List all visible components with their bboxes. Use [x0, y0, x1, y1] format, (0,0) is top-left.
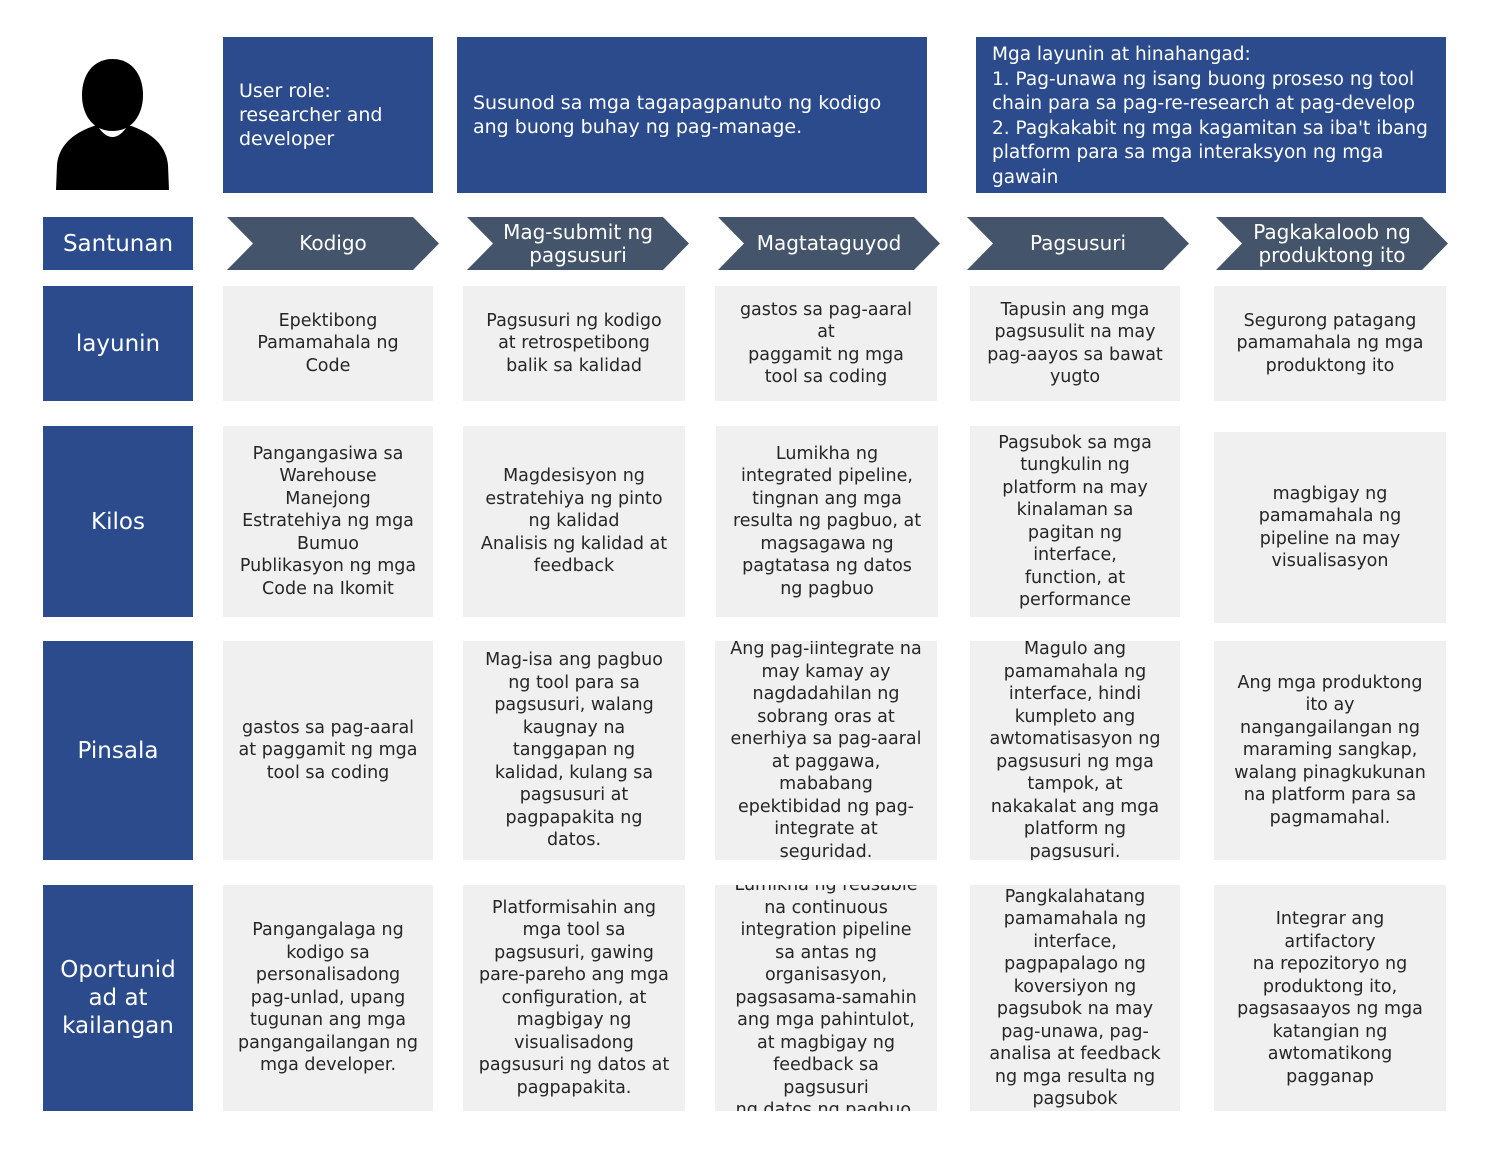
row-label-oportunidad: Oportunid ad at kailangan	[43, 885, 193, 1111]
cell-kilos-magtataguyod: Lumikha ng integrated pipeline, tingnan …	[716, 426, 938, 617]
cell-oportunidad-magtataguyod: Lumikha ng reusable na continuous integr…	[715, 885, 937, 1111]
cell-kilos-pagkakaloob: magbigay ng pamamahala ng pipeline na ma…	[1214, 432, 1446, 623]
row-label-layunin: layunin	[43, 286, 193, 401]
cell-kilos-kodigo: Pangangasiwa sa Warehouse Manejong Estra…	[223, 426, 433, 617]
user-role-box: User role: researcher and developer	[223, 37, 433, 193]
cell-pinsala-kodigo: gastos sa pag-aaral at paggamit ng mga t…	[223, 641, 433, 860]
stage-chevron-magtataguyod: Magtataguyod	[718, 217, 940, 270]
goals-text: Mga layunin at hinahangad: 1. Pag-unawa …	[992, 44, 1428, 188]
cell-pinsala-pagsusuri: Magulo ang pamamahala ng interface, hind…	[970, 641, 1180, 860]
cell-kilos-pagsusuri: Pagsubok sa mga tungkulin ng platform na…	[970, 426, 1180, 617]
cell-pinsala-pagkakaloob: Ang mga produktong ito ay nangangailanga…	[1214, 641, 1446, 860]
user-role-text: User role: researcher and developer	[239, 80, 383, 150]
cell-layunin-pagkakaloob: Segurong patagang pamamahala ng mga prod…	[1214, 286, 1446, 401]
goals-box: Mga layunin at hinahangad: 1. Pag-unawa …	[976, 37, 1446, 193]
description-box: Susunod sa mga tagapagpanuto ng kodigo a…	[457, 37, 927, 193]
stage-chevron-pagkakaloob: Pagkakaloob ng produktong ito	[1216, 217, 1448, 270]
cell-layunin-submit: Pagsusuri ng kodigo at retrospetibong ba…	[463, 286, 685, 401]
cell-kilos-submit: Magdesisyon ng estratehiya ng pinto ng k…	[463, 426, 685, 617]
user-avatar	[55, 57, 170, 192]
cell-layunin-kodigo: Epektibong Pamamahala ng Code	[223, 286, 433, 401]
person-silhouette-icon	[56, 59, 169, 190]
description-text: Susunod sa mga tagapagpanuto ng kodigo a…	[473, 92, 882, 138]
stage-chevron-kodigo: Kodigo	[227, 217, 439, 270]
cell-layunin-pagsusuri: Tapusin ang mga pagsusulit na may pag-aa…	[970, 286, 1180, 401]
cell-layunin-magtataguyod: gastos sa pag-aaral at paggamit ng mga t…	[715, 286, 937, 401]
cell-pinsala-magtataguyod: Ang pag-iintegrate na may kamay ay nagda…	[715, 641, 937, 860]
row-label-pinsala: Pinsala	[43, 641, 193, 860]
cell-oportunidad-pagsusuri: Pangkalahatang pamamahala ng interface, …	[970, 885, 1180, 1111]
cell-oportunidad-pagkakaloob: Integrar ang artifactory na repozitoryo …	[1214, 885, 1446, 1111]
cell-oportunidad-submit: Platformisahin ang mga tool sa pagsusuri…	[463, 885, 685, 1111]
cell-pinsala-submit: Mag-isa ang pagbuo ng tool para sa pagsu…	[463, 641, 685, 860]
stage-row-label: Santunan	[43, 217, 193, 270]
stage-chevron-pagsusuri: Pagsusuri	[967, 217, 1189, 270]
stage-chevron-submit: Mag-submit ng pagsusuri	[467, 217, 689, 270]
cell-oportunidad-kodigo: Pangangalaga ng kodigo sa personalisadon…	[223, 885, 433, 1111]
row-label-kilos: Kilos	[43, 426, 193, 617]
